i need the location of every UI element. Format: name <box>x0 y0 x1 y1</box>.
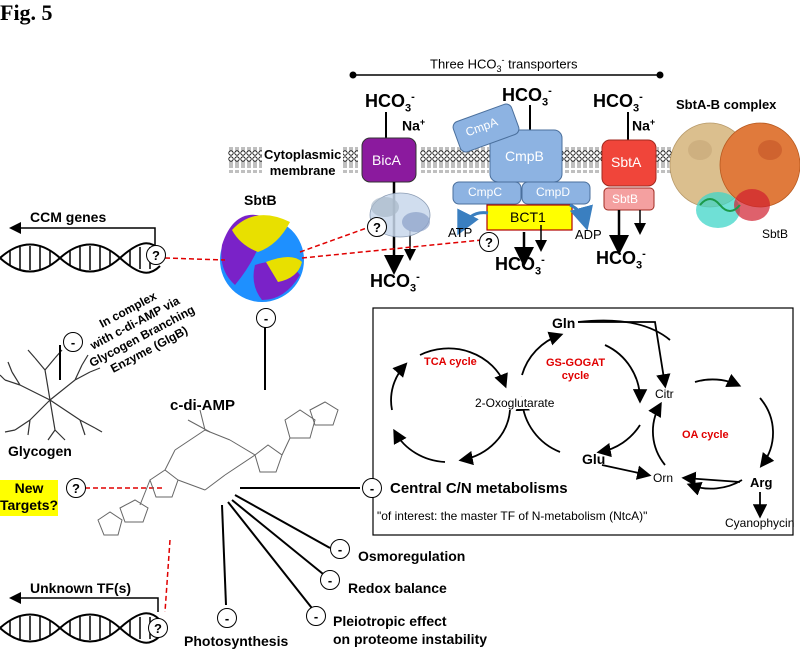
central-cn-label: Central C/N metabolisms <box>390 480 568 497</box>
sbta-transporter <box>601 112 657 255</box>
question-ccm: ? <box>146 245 166 265</box>
ccm-gene-arrow <box>9 222 156 245</box>
photosynthesis-label: Photosynthesis <box>184 633 289 649</box>
minus-glycogen: - <box>63 332 83 352</box>
cmp-transporter <box>452 103 593 267</box>
membrane-label: Cytoplasmic membrane <box>262 147 344 179</box>
question-unknown-tf: ? <box>148 618 168 638</box>
hco3-bica-top: HCO3- <box>365 91 415 115</box>
sbtab-complex-structure <box>669 122 800 228</box>
minus-osmo: - <box>330 539 350 559</box>
gs-gogat-label: GS-GOGAT cycle <box>546 357 606 382</box>
figure-label: Fig. 5 <box>0 0 53 25</box>
atp-label: ATP <box>448 225 473 240</box>
cyanophycin-label: Cyanophycin <box>725 516 795 530</box>
redox-label: Redox balance <box>348 580 447 596</box>
bica-label: BicA <box>372 152 401 168</box>
bica-transporter <box>361 112 431 275</box>
dna-ccm <box>0 242 161 274</box>
unknown-tf-label: Unknown TF(s) <box>30 580 132 596</box>
minus-redox: - <box>320 570 340 590</box>
hco3-cmp-top: HCO3- <box>502 85 552 109</box>
ccm-genes-label: CCM genes <box>30 209 107 225</box>
cmpc-label: CmpC <box>468 185 503 199</box>
arg-label: Arg <box>750 475 773 490</box>
metabolism-box <box>372 307 794 536</box>
metabolism-arrows <box>577 319 768 519</box>
oa-label: OA cycle <box>682 429 729 441</box>
hco3-bica-bottom: HCO3- <box>370 271 420 295</box>
new-targets-label: New Targets? <box>0 480 58 516</box>
minus-pleio: - <box>306 606 326 626</box>
pleiotropic-label: Pleiotropic effect on proteome instabili… <box>333 613 488 647</box>
question-bica: ? <box>367 217 387 237</box>
ntca-note: "of interest: the master TF of N-metabol… <box>377 509 648 523</box>
oxoglutarate-label: 2-Oxoglutarate <box>475 396 555 410</box>
hco3-sbta-top: HCO3- <box>593 91 643 115</box>
hco3-sbta-bottom: HCO3- <box>596 248 646 272</box>
bct1-label: BCT1 <box>510 209 546 225</box>
complex-label: SbtA-B complex <box>676 97 777 112</box>
sbtb-structure <box>220 214 304 302</box>
minus-photo: - <box>217 608 237 628</box>
transporter-bracket <box>349 71 664 79</box>
minus-central: - <box>362 478 382 498</box>
cdiamp-label: c-di-AMP <box>170 397 235 414</box>
unknown-tf-arrow <box>9 592 159 612</box>
cdiamp-structure <box>97 401 339 536</box>
question-new-targets: ? <box>66 478 86 498</box>
red-dashed-links <box>85 224 483 613</box>
na-sbta: Na+ <box>632 117 656 134</box>
glu-label: Glu <box>582 451 606 467</box>
sbtb-label: SbtB <box>244 192 277 208</box>
effect-links <box>59 325 360 613</box>
glycogen-label: Glycogen <box>8 443 72 459</box>
question-cmp: ? <box>479 232 499 252</box>
glycogen-structure <box>0 349 103 441</box>
transporters-header: Three HCO3- transporters <box>430 55 578 74</box>
citr-label: Citr <box>655 387 674 401</box>
minus-sbtb: - <box>256 308 276 328</box>
cmpd-label: CmpD <box>536 185 571 199</box>
cmpb-label: CmpB <box>505 148 544 164</box>
dna-unknown-tf <box>0 612 161 644</box>
complex-sbtb-label: SbtB <box>762 227 789 241</box>
gln-label: Gln <box>552 315 576 331</box>
gs-gogat-cycle <box>515 331 648 458</box>
sbta-label: SbtA <box>611 154 642 170</box>
osmoregulation-label: Osmoregulation <box>358 548 466 564</box>
adp-label: ADP <box>575 227 602 242</box>
tca-label: TCA cycle <box>424 356 477 368</box>
na-bica: Na+ <box>402 117 426 134</box>
sbtb-small-label: SbtB <box>612 192 639 206</box>
tca-cycle <box>390 347 511 466</box>
hco3-cmp-bottom: HCO3- <box>495 254 545 278</box>
orn-label: Orn <box>653 471 674 485</box>
